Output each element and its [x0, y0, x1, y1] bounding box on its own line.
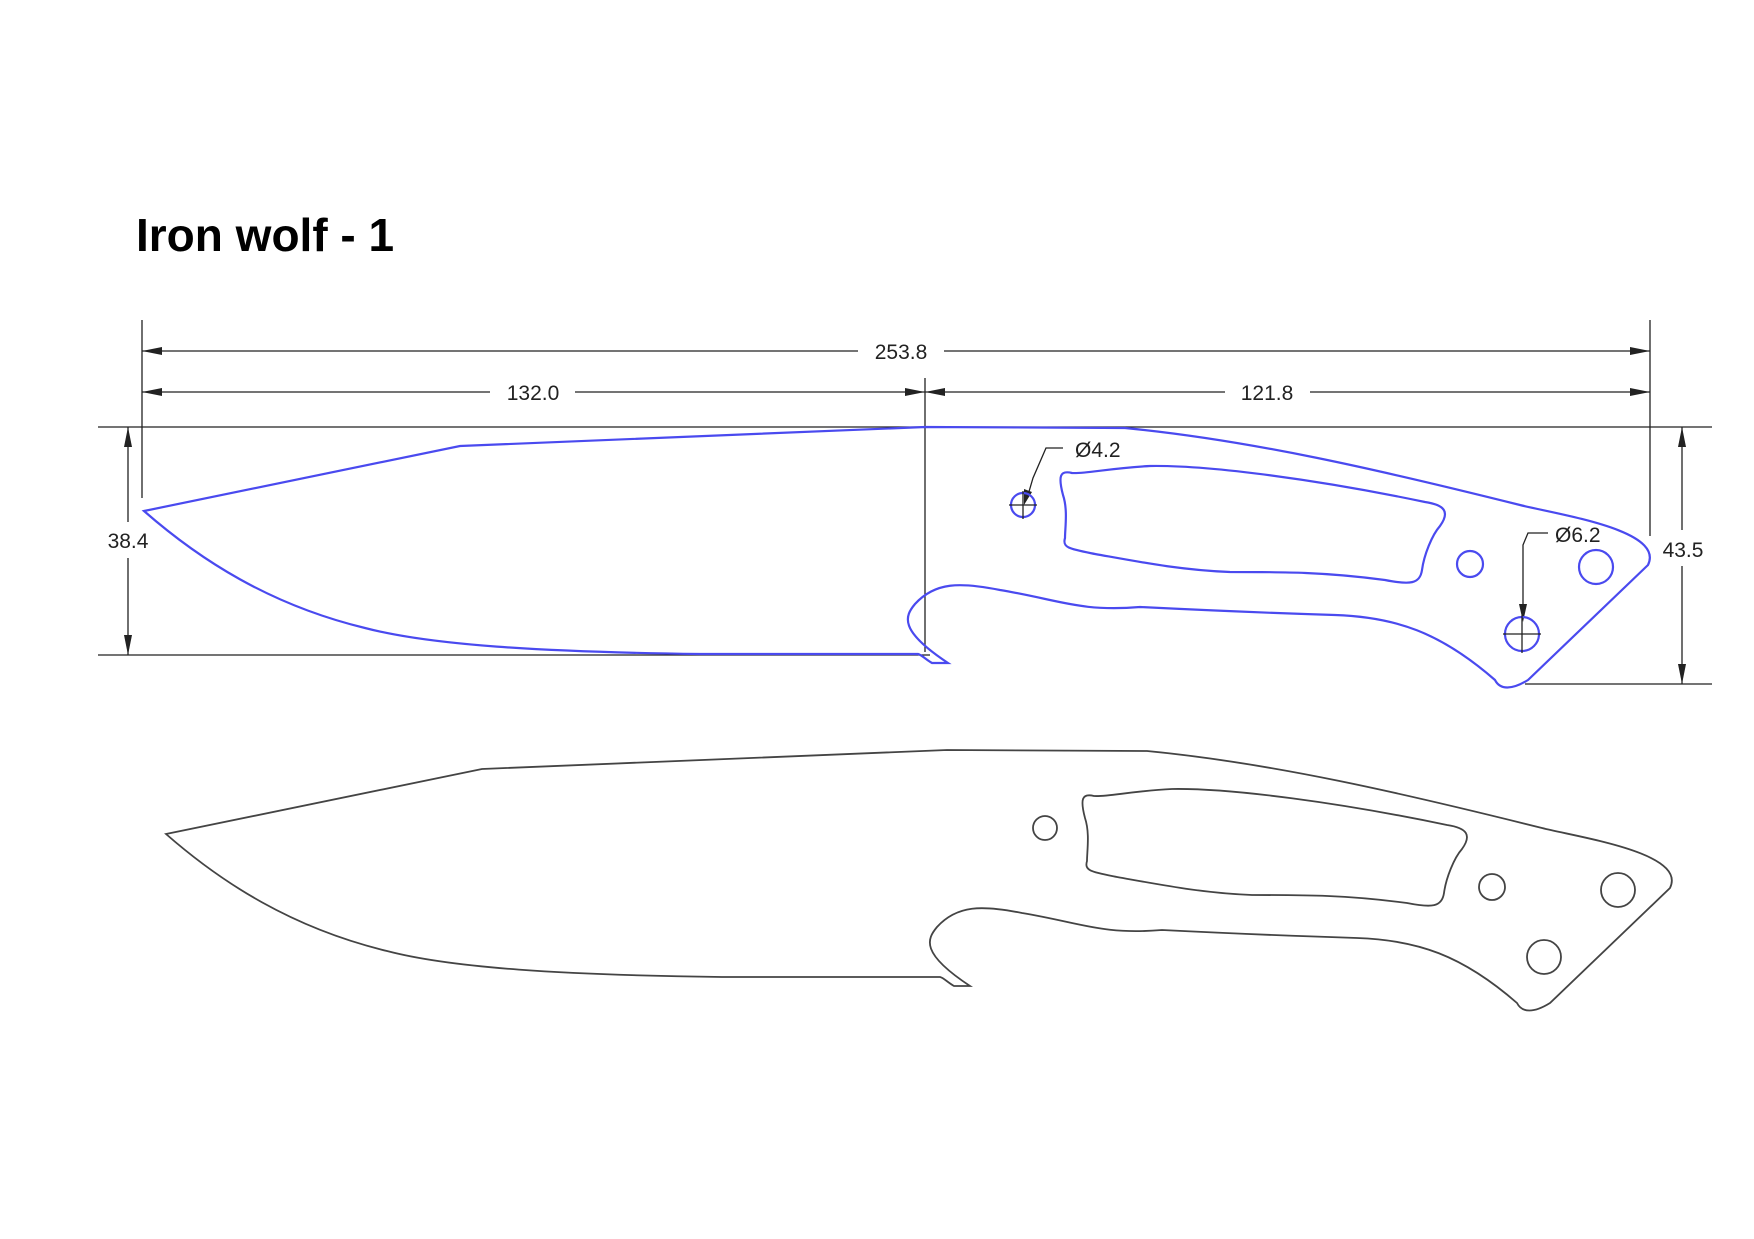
front-pin-hole-copy: [1032, 815, 1058, 841]
rear-hole-callout: Ø6.2: [1519, 524, 1601, 622]
front-hole-diameter-label: Ø4.2: [1075, 439, 1121, 462]
lanyard-hole-small-copy: [1478, 873, 1506, 901]
overall-length-dimension: 253.8: [142, 341, 1650, 364]
knife-profile-copy: [164, 749, 1673, 1012]
handle-cutout-copy: [1081, 788, 1468, 907]
handle-length-label: 121.8: [1241, 382, 1294, 405]
rear-pin-hole-upper-copy: [1600, 872, 1636, 908]
front-hole-callout: Ø4.2: [1024, 439, 1121, 505]
handle-height-dimension: 43.5: [1663, 427, 1704, 684]
knife-profile: [141, 425, 1651, 689]
handle-cutout: [1059, 464, 1447, 584]
rear-pin-hole-upper: [1577, 548, 1615, 586]
handle-length-dimension: 121.8: [925, 382, 1650, 405]
handle-height-label: 43.5: [1663, 539, 1704, 562]
lanyard-hole-small: [1455, 549, 1485, 579]
blade-height-label: 38.4: [108, 530, 149, 553]
blade-height-dimension: 38.4: [108, 427, 149, 655]
rear-hole-diameter-label: Ø6.2: [1555, 524, 1601, 547]
blade-length-label: 132.0: [507, 382, 560, 405]
extension-lines: [98, 320, 1712, 685]
blade-length-dimension: 132.0: [142, 382, 925, 405]
overall-length-label: 253.8: [875, 341, 928, 364]
knife-outline-dimensioned: [141, 425, 1651, 689]
rear-pin-hole-lower-copy: [1526, 939, 1562, 975]
drawing-title: Iron wolf - 1: [136, 209, 395, 261]
knife-outline-plain: [164, 749, 1673, 1012]
